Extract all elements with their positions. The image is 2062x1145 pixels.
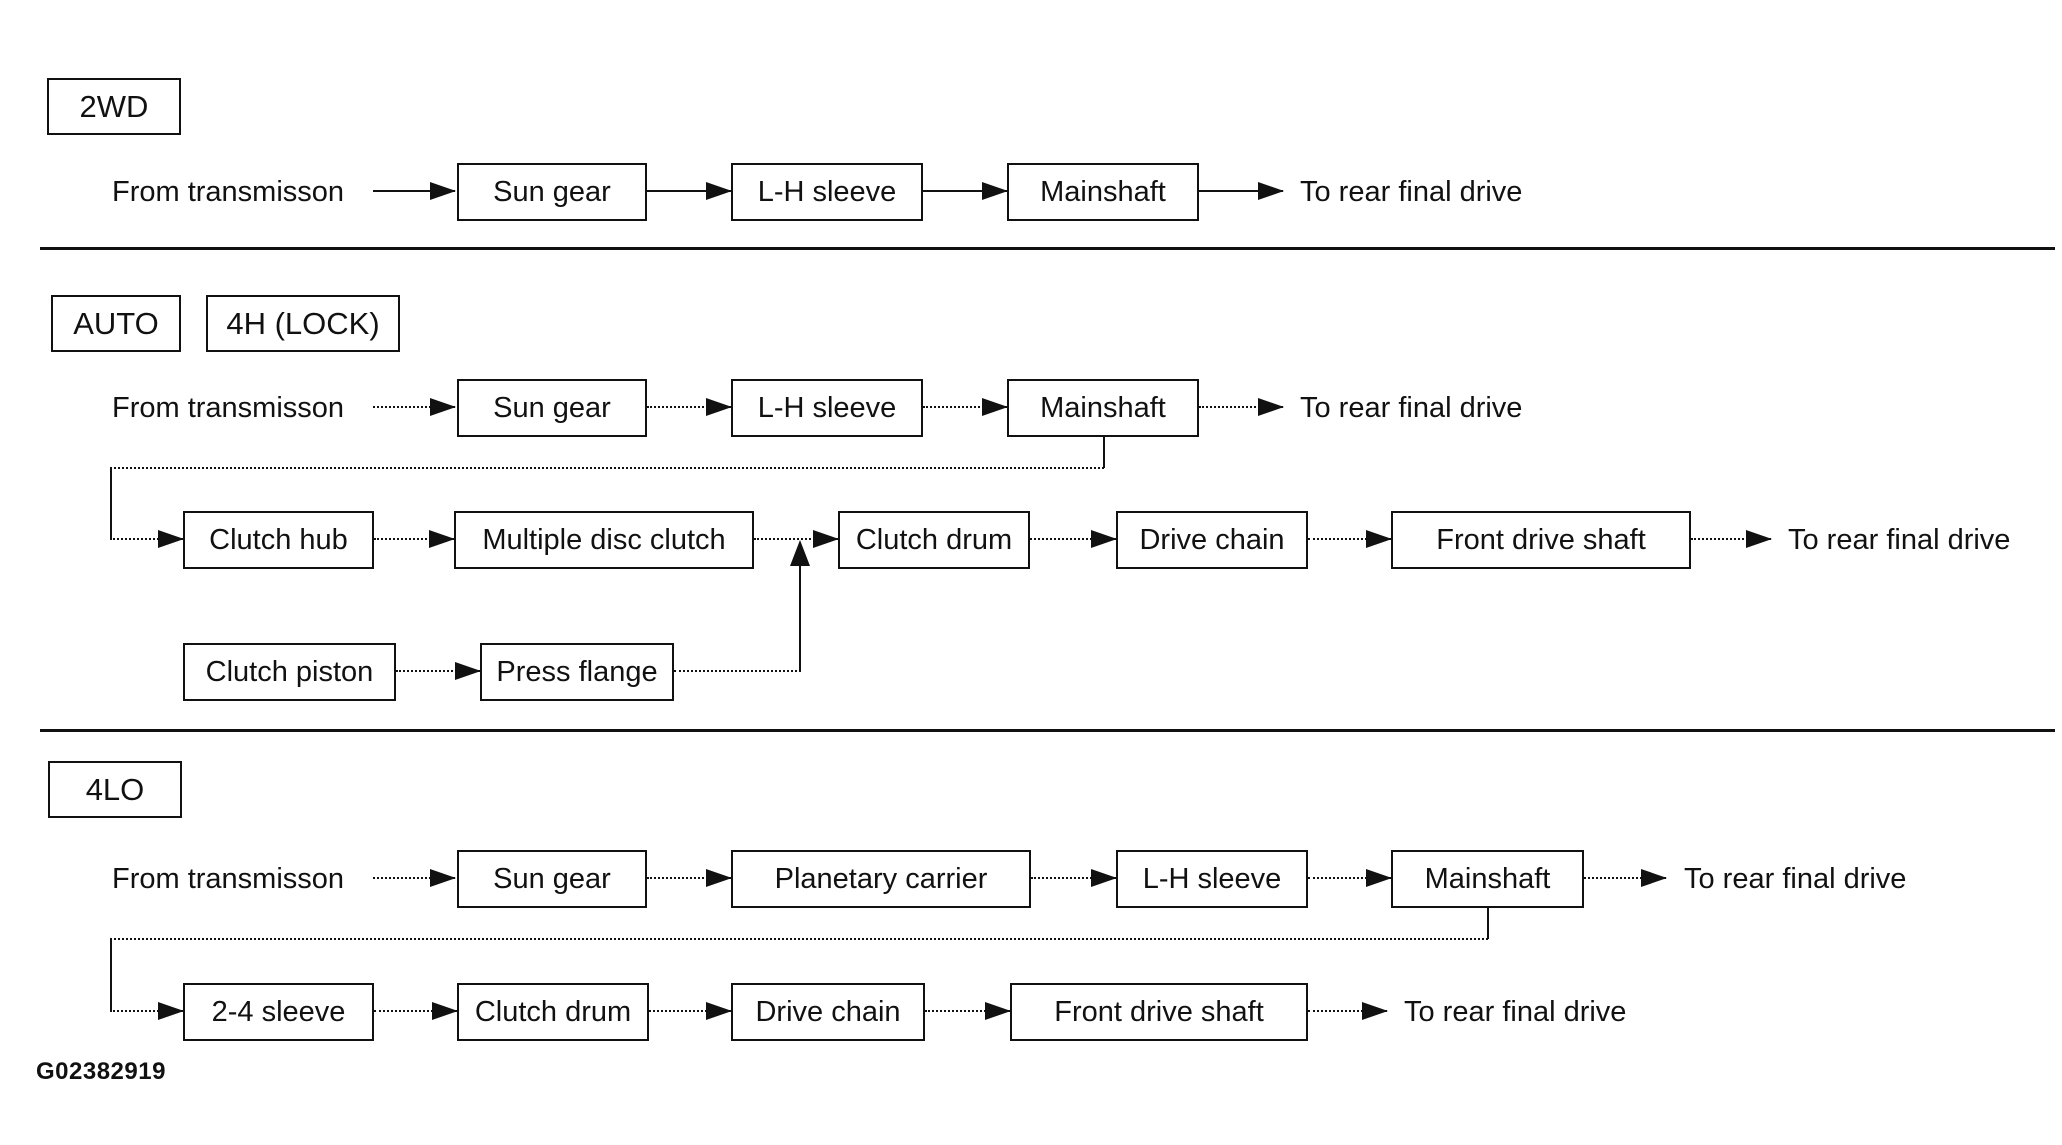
arrow-connector — [1199, 398, 1284, 416]
arrow-connector — [374, 1002, 458, 1020]
arrow-connector — [923, 398, 1008, 416]
arrow-right-icon — [1091, 530, 1117, 548]
node-sun-gear-2wd: Sun gear — [457, 163, 647, 221]
branch-line — [674, 670, 801, 672]
arrow-right-icon — [1362, 1002, 1388, 1020]
arrow-right-icon — [430, 869, 456, 887]
node-clutch-drum-auto: Clutch drum — [838, 511, 1030, 569]
node-front-drive-shaft-4lo: Front drive shaft — [1010, 983, 1308, 1041]
arrow-connector — [754, 530, 839, 548]
mode-label-2wd: 2WD — [47, 78, 181, 135]
mode-label-4lo: 4LO — [48, 761, 182, 818]
arrow-right-icon — [1366, 530, 1392, 548]
arrow-connector — [373, 869, 456, 887]
arrow-connector — [1308, 1002, 1388, 1020]
branch-line — [1487, 908, 1489, 939]
node-drive-chain-4lo: Drive chain — [731, 983, 925, 1041]
arrow-connector — [649, 1002, 732, 1020]
arrow-connector — [396, 662, 481, 680]
arrow-up-icon — [790, 540, 810, 566]
flow-source-text: From transmisson — [112, 175, 345, 208]
arrow-right-icon — [430, 182, 456, 200]
arrow-connector — [647, 869, 732, 887]
arrow-connector — [373, 182, 456, 200]
node-sun-gear-4lo: Sun gear — [457, 850, 647, 908]
node-sun-gear-auto: Sun gear — [457, 379, 647, 437]
arrow-connector — [647, 398, 732, 416]
arrow-connector — [1691, 530, 1772, 548]
arrow-connector — [1031, 869, 1117, 887]
arrow-right-icon — [1258, 398, 1284, 416]
flow-source-text: From transmisson — [112, 862, 345, 895]
arrow-right-icon — [158, 530, 184, 548]
flow-destination-text: To rear final drive — [1684, 862, 1907, 895]
flow-destination-text: To rear final drive — [1788, 523, 2011, 556]
node-drive-chain-auto: Drive chain — [1116, 511, 1308, 569]
branch-line — [799, 560, 801, 671]
node-clutch-drum-4lo: Clutch drum — [457, 983, 649, 1041]
node-lh-sleeve-auto: L-H sleeve — [731, 379, 923, 437]
mode-label-auto: AUTO — [51, 295, 181, 352]
figure-id: G02382919 — [36, 1058, 166, 1085]
node-multiple-disc-clutch: Multiple disc clutch — [454, 511, 754, 569]
arrow-right-icon — [706, 1002, 732, 1020]
arrow-connector — [373, 398, 456, 416]
arrow-connector — [1308, 530, 1392, 548]
arrow-connector — [925, 1002, 1011, 1020]
section-divider — [40, 729, 2055, 732]
arrow-right-icon — [158, 1002, 184, 1020]
node-clutch-hub: Clutch hub — [183, 511, 374, 569]
arrow-right-icon — [706, 869, 732, 887]
branch-line — [110, 938, 112, 1011]
branch-line — [110, 467, 1104, 469]
arrow-right-icon — [1258, 182, 1284, 200]
arrow-connector — [1308, 869, 1392, 887]
arrow-right-icon — [430, 398, 456, 416]
mode-label-4h-lock: 4H (LOCK) — [206, 295, 400, 352]
node-planetary-carrier: Planetary carrier — [731, 850, 1031, 908]
node-mainshaft-2wd: Mainshaft — [1007, 163, 1199, 221]
arrow-connector — [1584, 869, 1667, 887]
branch-line — [110, 467, 112, 539]
arrow-right-icon — [429, 530, 455, 548]
arrow-right-icon — [1366, 869, 1392, 887]
node-2-4-sleeve: 2-4 sleeve — [183, 983, 374, 1041]
node-mainshaft-4lo: Mainshaft — [1391, 850, 1584, 908]
arrow-connector — [1199, 182, 1284, 200]
node-lh-sleeve-2wd: L-H sleeve — [731, 163, 923, 221]
node-front-drive-shaft-auto: Front drive shaft — [1391, 511, 1691, 569]
arrow-right-icon — [1091, 869, 1117, 887]
section-divider — [40, 247, 2055, 250]
flow-destination-text: To rear final drive — [1404, 995, 1627, 1028]
arrow-right-icon — [982, 182, 1008, 200]
arrow-connector — [647, 182, 732, 200]
node-press-flange: Press flange — [480, 643, 674, 701]
arrow-connector — [110, 1002, 184, 1020]
arrow-connector — [1030, 530, 1117, 548]
flow-destination-text: To rear final drive — [1300, 391, 1523, 424]
node-clutch-piston: Clutch piston — [183, 643, 396, 701]
branch-line — [110, 938, 1488, 940]
arrow-connector — [110, 530, 184, 548]
arrow-right-icon — [982, 398, 1008, 416]
arrow-right-icon — [1641, 869, 1667, 887]
arrow-right-icon — [455, 662, 481, 680]
node-mainshaft-auto: Mainshaft — [1007, 379, 1199, 437]
arrow-right-icon — [985, 1002, 1011, 1020]
arrow-right-icon — [706, 398, 732, 416]
arrow-connector — [923, 182, 1008, 200]
arrow-right-icon — [432, 1002, 458, 1020]
node-lh-sleeve-4lo: L-H sleeve — [1116, 850, 1308, 908]
arrow-right-icon — [813, 530, 839, 548]
arrow-right-icon — [706, 182, 732, 200]
flow-destination-text: To rear final drive — [1300, 175, 1523, 208]
flow-source-text: From transmisson — [112, 391, 345, 424]
branch-line — [1103, 437, 1105, 468]
arrow-right-icon — [1746, 530, 1772, 548]
arrow-connector — [374, 530, 455, 548]
